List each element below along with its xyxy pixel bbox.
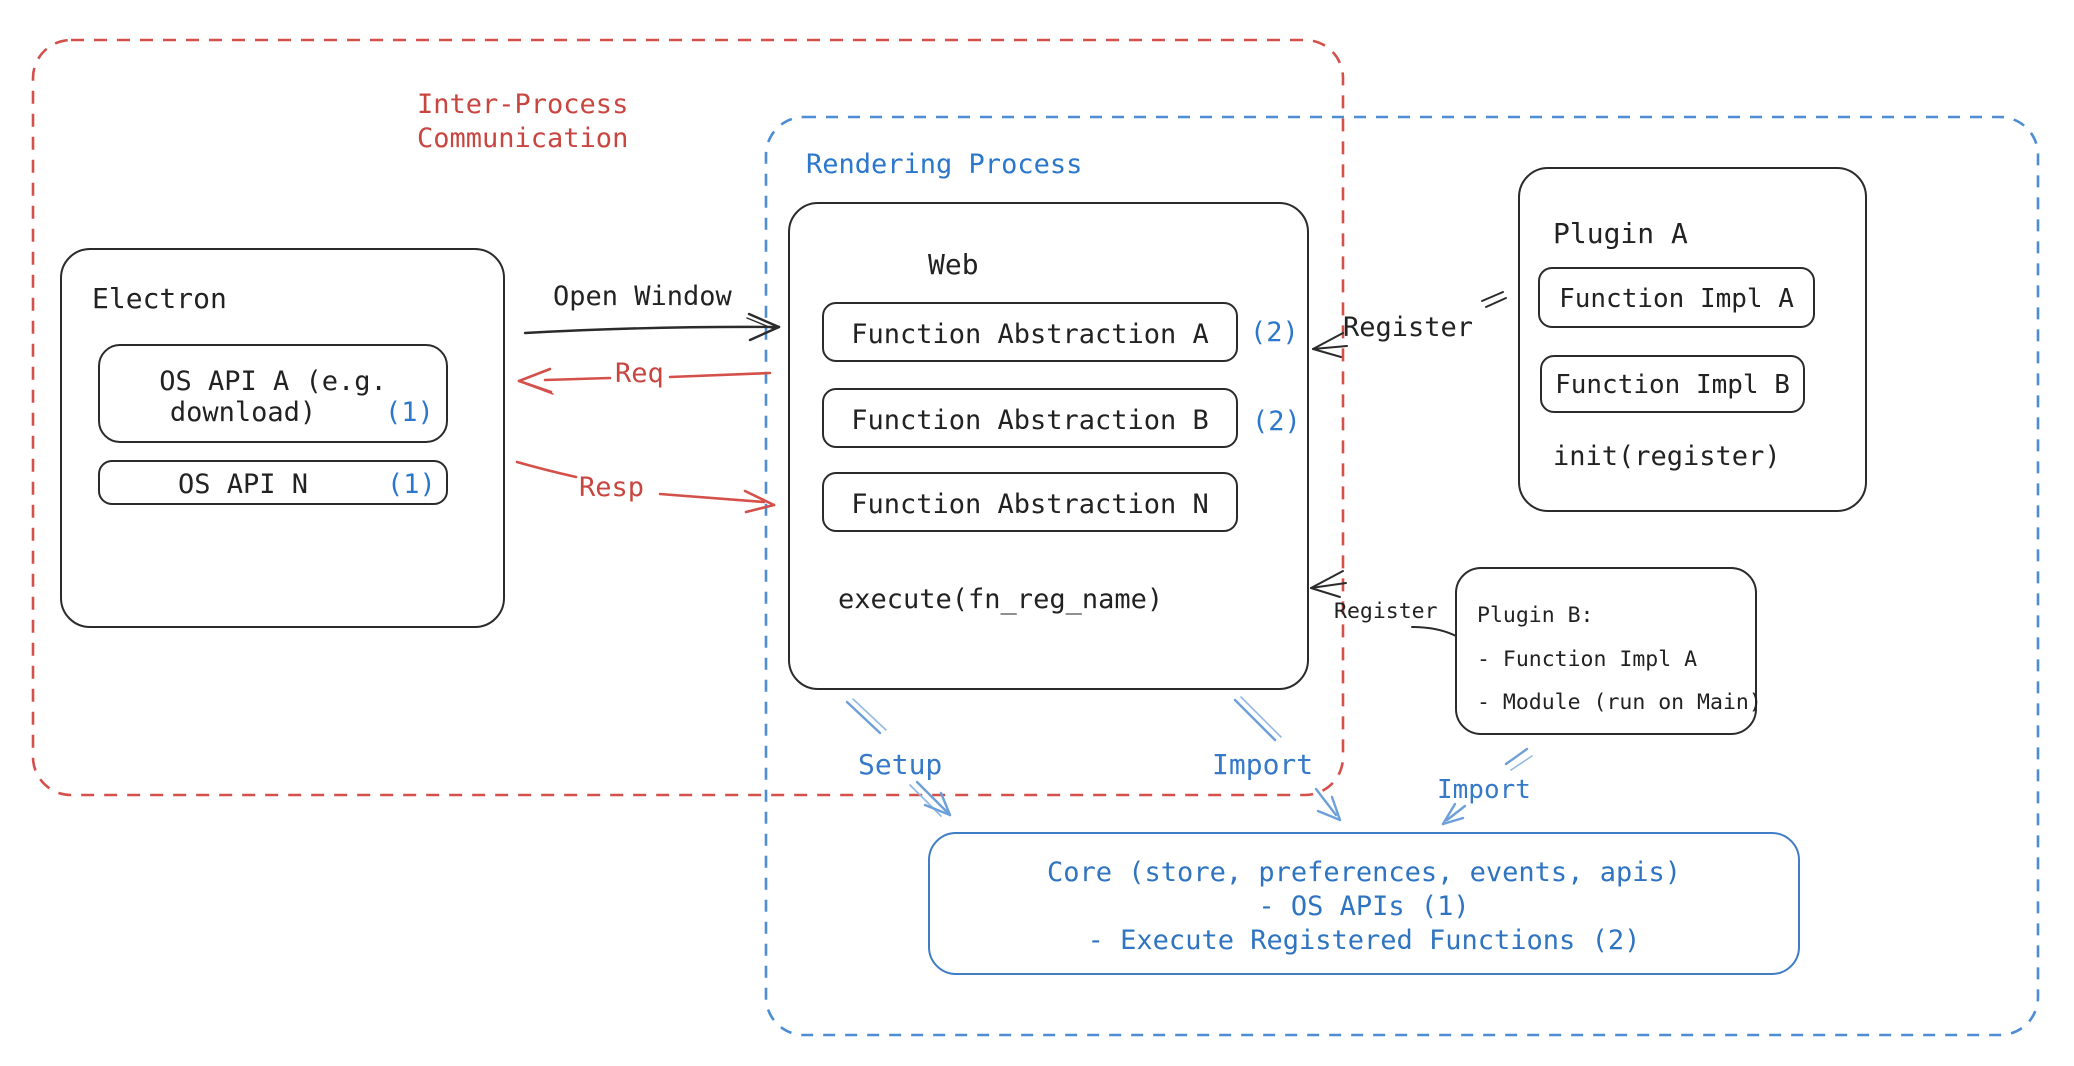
- setup-arrow: [845, 698, 952, 817]
- function-impl-a-label: Function Impl A: [1559, 284, 1794, 314]
- function-abstraction-n-box: [822, 472, 1238, 532]
- import-web-arrow: [1233, 696, 1342, 822]
- plugin-b-title: Plugin B:: [1477, 603, 1594, 628]
- init-register-label: init(register): [1553, 441, 1781, 472]
- os-api-n-label: OS API N: [177, 469, 309, 500]
- core-box: [928, 832, 1800, 975]
- function-abstraction-b-badge: (2): [1252, 406, 1301, 437]
- electron-title: Electron: [92, 282, 227, 315]
- os-api-a-badge: (1): [385, 397, 434, 428]
- import-web-label: Import: [1212, 748, 1314, 781]
- import-plugin-label: Import: [1437, 775, 1531, 805]
- register-b-arrow: [1310, 570, 1457, 637]
- function-abstraction-b-box: [822, 388, 1238, 448]
- function-impl-a-box: [1538, 267, 1815, 328]
- req-arrow: [517, 367, 772, 395]
- ipc-label-line1: Inter-Process: [417, 89, 629, 120]
- resp-label: Resp: [579, 472, 645, 503]
- plugin-a-title: Plugin A: [1553, 217, 1688, 250]
- core-text: Core (store, preferences, events, apis) …: [928, 856, 1800, 958]
- os-api-n-badge: (1): [387, 469, 436, 500]
- plugin-b-item-impl-a: - Function Impl A: [1477, 647, 1698, 672]
- req-label: Req: [615, 358, 664, 389]
- function-abstraction-n-label: Function Abstraction N: [851, 489, 1209, 520]
- plugin-b-box: [1455, 567, 1757, 735]
- function-impl-b-box: [1540, 355, 1805, 413]
- function-abstraction-a-badge: (2): [1250, 317, 1299, 348]
- open-window-label: Open Window: [553, 281, 732, 312]
- core-line1: Core (store, preferences, events, apis): [1047, 857, 1681, 888]
- open-window-arrow: [523, 312, 781, 342]
- os-api-a-line1: OS API A (e.g.: [159, 366, 387, 397]
- register-a-label: Register: [1343, 312, 1474, 343]
- resp-arrow: [515, 460, 776, 514]
- function-impl-b-label: Function Impl B: [1555, 370, 1790, 400]
- core-line3: - Execute Registered Functions (2): [1087, 925, 1641, 956]
- os-api-n-box: [98, 460, 448, 505]
- rendering-process-label: Rendering Process: [806, 149, 1083, 180]
- web-title: Web: [928, 248, 979, 281]
- rendering-process-dashed-frame: [764, 115, 2040, 1037]
- function-abstraction-a-box: [822, 302, 1238, 362]
- ipc-dashed-frame: [31, 38, 1345, 797]
- core-line2: - OS APIs (1): [1258, 891, 1470, 922]
- function-abstraction-a-label: Function Abstraction A: [851, 319, 1209, 350]
- register-b-label: Register: [1334, 599, 1438, 624]
- function-abstraction-b-label: Function Abstraction B: [851, 405, 1209, 436]
- plugin-a-box: [1518, 167, 1867, 512]
- import-plugin-arrow: [1441, 747, 1533, 826]
- os-api-a-box: [98, 344, 448, 443]
- execute-label: execute(fn_reg_name): [838, 584, 1164, 615]
- ipc-label-line2: Communication: [417, 123, 629, 154]
- plugin-b-item-module: - Module (run on Main): [1477, 690, 1762, 715]
- setup-label: Setup: [858, 748, 943, 781]
- register-a-arrow: [1312, 291, 1507, 358]
- os-api-a-line2: download): [169, 397, 317, 428]
